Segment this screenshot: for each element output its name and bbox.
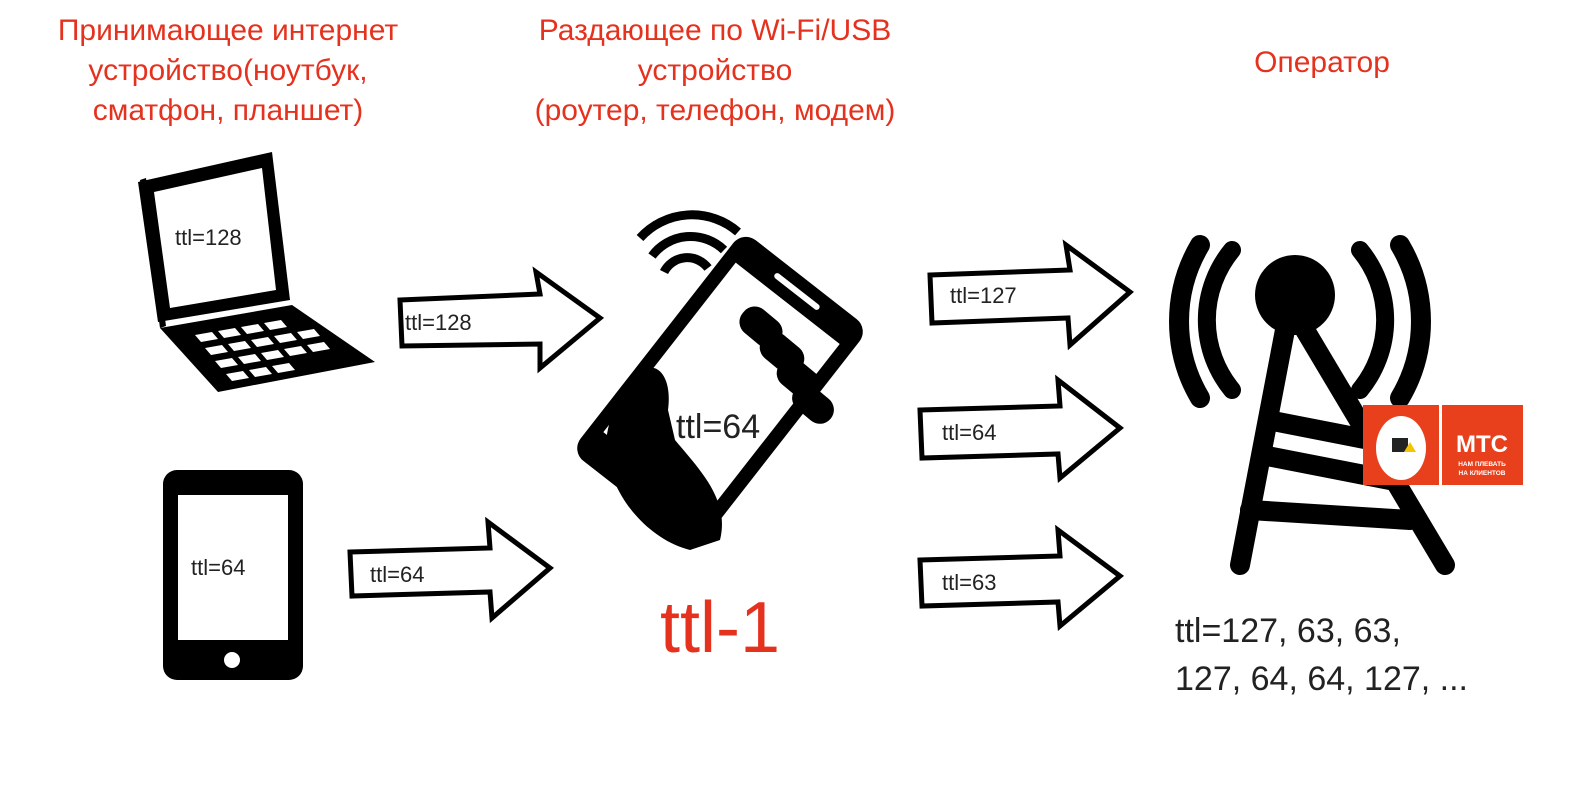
arrow-tablet-ttl: ttl=64 xyxy=(370,562,424,587)
logo-brand: МТС xyxy=(1456,431,1508,458)
receiver-title-line-3: сматфон, планшет) xyxy=(93,94,363,127)
laptop-icon: ttl=128 xyxy=(4,152,375,392)
laptop-ttl: ttl=128 xyxy=(175,225,242,250)
distributor-title-line-3: (роутер, телефон, модем) xyxy=(535,94,896,127)
arrow-out-3-ttl: ttl=63 xyxy=(942,570,996,595)
arrow-laptop-to-phone: ttl=128 xyxy=(397,266,605,374)
arrow-out-1: ttl=127 xyxy=(927,239,1134,351)
arrow-out-1-ttl: ttl=127 xyxy=(950,283,1017,308)
arrow-laptop-ttl: ttl=128 xyxy=(405,310,472,335)
wifi-icon xyxy=(636,210,741,275)
operator-result-line-2: 127, 64, 64, 127, ... xyxy=(1175,660,1468,698)
logo-slogan-1: НАМ ПЛЕВАТЬ xyxy=(1458,461,1506,468)
arrow-tablet-to-phone: ttl=64 xyxy=(347,516,554,624)
receiver-title-line-2: устройство(ноутбук, xyxy=(88,54,367,87)
phone-in-hand-icon: ttl=64 xyxy=(577,210,863,550)
tablet-ttl: ttl=64 xyxy=(191,555,245,580)
arrow-out-3: ttl=63 xyxy=(917,524,1125,631)
decrement-label: ttl-1 xyxy=(660,588,780,668)
operator-title: Оператор xyxy=(1254,46,1390,79)
mts-logo: МТС НАМ ПЛЕВАТЬ НА КЛИЕНТОВ xyxy=(1363,405,1523,485)
logo-slogan-2: НА КЛИЕНТОВ xyxy=(1459,470,1506,477)
operator-result-line-1: ttl=127, 63, 63, xyxy=(1175,612,1401,650)
distributor-title-line-2: устройство xyxy=(638,54,793,87)
arrow-out-2-ttl: ttl=64 xyxy=(942,420,996,445)
distributor-title-line-1: Раздающее по Wi-Fi/USB xyxy=(539,14,891,47)
receiver-title-line-1: Принимающее интернет xyxy=(58,14,399,47)
arrow-out-2: ttl=64 xyxy=(917,374,1124,483)
tablet-icon: ttl=64 xyxy=(163,470,303,680)
keyboard-keys xyxy=(195,320,330,381)
phone-ttl: ttl=64 xyxy=(676,408,760,446)
